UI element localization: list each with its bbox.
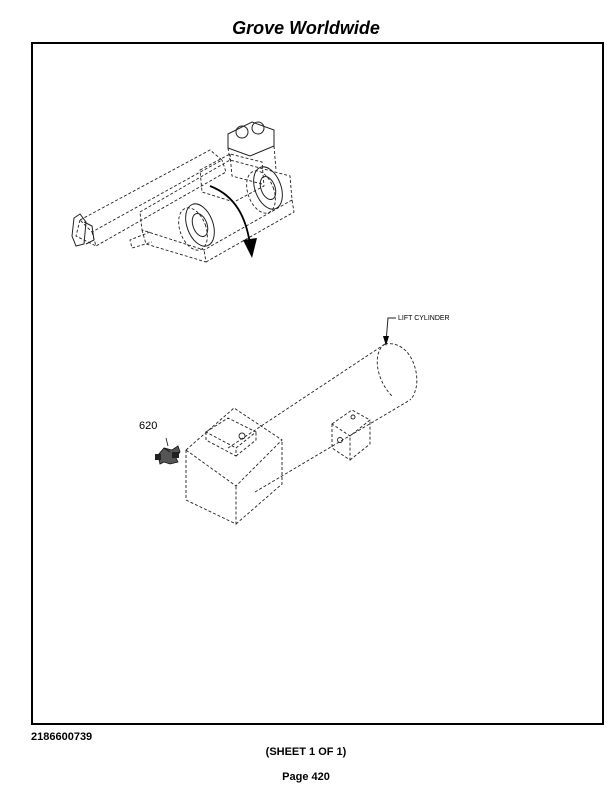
wheel-rear [246, 166, 283, 214]
sheet-indicator: (SHEET 1 OF 1) [265, 746, 347, 758]
drawing-frame [31, 42, 604, 725]
part-620-fitting: 620 [139, 420, 181, 465]
wheel-front [178, 203, 215, 251]
detail-arrow [209, 185, 251, 245]
lift-cylinder-detail: LIFT CYLINDER [185, 315, 450, 525]
part-number-620: 620 [139, 420, 157, 432]
lift-cylinder-label: LIFT CYLINDER [398, 315, 450, 322]
detail-arrowhead [243, 238, 257, 258]
crane-illustration [71, 121, 295, 263]
document-number: 2186600739 [31, 731, 93, 743]
page-title: Grove Worldwide [232, 18, 380, 38]
page-number: Page 420 [282, 771, 330, 783]
